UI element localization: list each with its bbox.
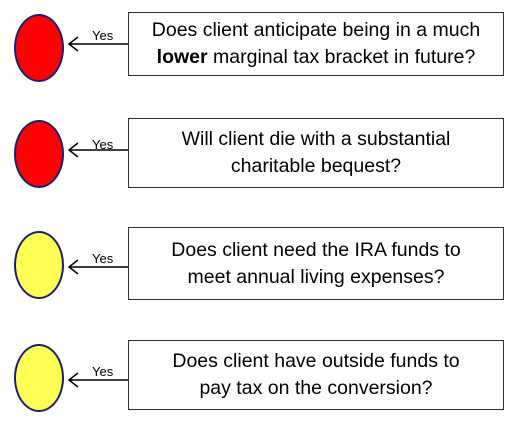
question-line-2: charitable bequest?: [230, 155, 402, 177]
question-line-1: Does client need the IRA funds to: [171, 238, 461, 261]
question-box: Will client die with a substantial chari…: [128, 118, 504, 188]
yellow-indicator-circle: [14, 344, 64, 412]
question-line-1: Will client die with a substantial: [181, 128, 451, 150]
yes-label: Yes: [92, 28, 114, 43]
arrow-left-icon: [67, 259, 128, 275]
emphasis-text: lower: [156, 46, 208, 68]
yes-label: Yes: [92, 137, 114, 152]
yellow-indicator-circle: [14, 231, 64, 299]
question-row-3: Yes Does client need the IRA funds to me…: [0, 227, 528, 307]
question-line-1: Does client have outside funds to: [172, 350, 460, 372]
question-box: Does client have outside funds to pay ta…: [128, 340, 504, 410]
arrow-left-icon: [67, 372, 128, 388]
question-box: Does client anticipate being in a much l…: [128, 12, 504, 76]
arrow-left-icon: [67, 36, 128, 52]
question-line-2: pay tax on the conversion?: [199, 377, 433, 399]
question-row-2: Yes Will client die with a substantial c…: [0, 118, 528, 198]
red-indicator-circle: [14, 120, 64, 188]
question-line-2-rest: marginal tax bracket in future?: [207, 46, 476, 68]
yes-label: Yes: [92, 251, 114, 266]
question-line-2: meet annual living expenses?: [187, 265, 445, 288]
question-line-2: lower marginal tax bracket in future?: [157, 44, 476, 71]
question-box: Does client need the IRA funds to meet a…: [128, 227, 504, 300]
question-line-1: Does client anticipate being in a much: [151, 19, 481, 41]
question-row-1: Yes Does client anticipate being in a mu…: [0, 12, 528, 92]
red-indicator-circle: [14, 14, 64, 82]
yes-label: Yes: [92, 364, 114, 379]
arrow-left-icon: [67, 142, 128, 158]
question-row-4: Yes Does client have outside funds to pa…: [0, 340, 528, 420]
